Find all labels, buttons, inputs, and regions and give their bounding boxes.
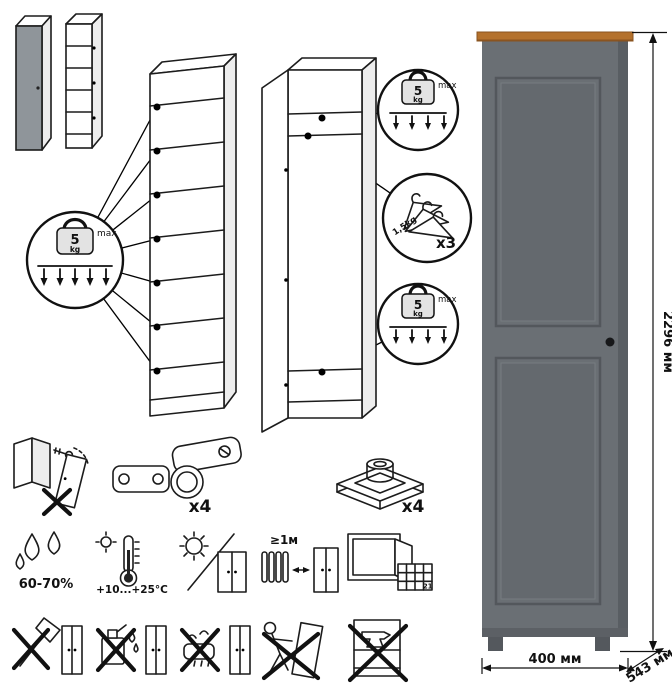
hinge-hardware-icon: x4 <box>112 436 242 517</box>
divider-line <box>187 533 235 591</box>
cabinet-icon <box>229 625 251 675</box>
cabinet-icon <box>61 625 83 675</box>
wardrobe-load-diagram: 5 kg max <box>261 57 473 433</box>
no-abrasive-cleaning-icon <box>179 625 251 675</box>
wardrobe-photo <box>476 31 634 651</box>
prohibition-x <box>347 623 409 683</box>
radiator-icon <box>261 551 289 583</box>
load-arrows-icon <box>37 265 113 286</box>
width-dimension: 400 мм <box>481 652 629 674</box>
anti-tip-warning-icon <box>13 437 89 517</box>
weight-max-label: max <box>438 81 457 91</box>
weight-unit: kg <box>413 96 423 104</box>
sun-icon <box>179 531 209 561</box>
wardrobe-drawing <box>261 57 377 433</box>
shelf-load-diagram: 5 kg max <box>25 53 237 417</box>
wardrobe-render: 2296 мм 400 мм 543 мм <box>476 31 672 686</box>
wardrobe-foot-right <box>595 637 610 651</box>
prohibition-x <box>179 627 221 673</box>
bottom-shelf-load-badge: 5 kg max <box>376 282 460 366</box>
heat-distance-icon: ≥1м <box>261 533 339 593</box>
height-dimension: 2296 мм <box>620 31 672 653</box>
foot-cylinder <box>366 458 394 483</box>
door-knob <box>605 337 615 347</box>
weight-unit: kg <box>413 310 423 318</box>
hanger-count-label: x3 <box>436 234 456 252</box>
no-moving-loaded-icon <box>261 621 324 681</box>
open-door <box>261 69 289 433</box>
no-sharp-tools-icon <box>11 617 83 675</box>
shelf-callout-dots <box>153 103 161 375</box>
thermometer-icon <box>119 535 140 587</box>
no-solvents-icon <box>95 624 167 675</box>
distance-arrow-icon <box>292 567 310 573</box>
temperature-range-label: +10...+25°C <box>96 584 168 596</box>
weight-icon <box>408 284 428 297</box>
weight-max-label: max <box>438 295 457 305</box>
cabinet-icon <box>217 551 247 593</box>
no-direct-sunlight-icon <box>179 531 247 593</box>
width-dimension-label: 400 мм <box>529 652 582 667</box>
prohibition-x <box>11 627 51 671</box>
heat-distance-label: ≥1м <box>270 533 298 547</box>
weight-value: 5 <box>414 298 422 312</box>
prohibition-x <box>41 487 73 517</box>
hinge-arm <box>171 436 242 473</box>
shelf-load-badge: 5 kg max <box>25 210 125 310</box>
wardrobe-callout-dots <box>304 114 326 376</box>
weight-value: 5 <box>414 84 422 98</box>
humidity-range-label: 60-70% <box>19 577 74 592</box>
weight-unit: kg <box>70 245 80 254</box>
ventilation-icon: 21 <box>347 533 433 591</box>
weight-icon <box>62 217 88 232</box>
foot-count-label: x4 <box>402 497 425 517</box>
weight-value: 5 <box>70 233 79 248</box>
door-upper-panel <box>494 76 602 328</box>
humidity-icon: 60-70% <box>15 531 74 592</box>
knob-icon <box>36 86 40 90</box>
load-arrows-icon <box>389 112 447 130</box>
load-arrows-icon <box>389 326 447 344</box>
wardrobe-plinth <box>482 628 628 637</box>
wardrobe-side-panel <box>618 41 628 637</box>
hanger-load-badge: 1,5kg x3 <box>381 172 473 264</box>
cabinet-icon <box>313 547 339 593</box>
hinge-cup <box>170 465 204 499</box>
foot-hardware-icon: x4 <box>336 458 425 517</box>
top-shelf-load-badge: 5 kg max <box>376 68 460 152</box>
small-cabinet-closed <box>15 15 52 151</box>
prohibition-x <box>95 627 137 673</box>
small-cabinets-thumbnail <box>15 13 103 151</box>
calendar-grid-icon: 21 <box>397 563 433 591</box>
hinge-count-label: x4 <box>189 497 212 517</box>
height-dimension-label: 2296 мм <box>660 311 672 373</box>
temperature-icon: +10...+25°C <box>95 531 168 596</box>
cabinet-icon <box>145 625 167 675</box>
hanger-icon <box>403 193 454 239</box>
weight-icon <box>408 70 428 83</box>
prohibition-x <box>261 631 321 681</box>
ventilation-cell-label: 21 <box>423 582 433 590</box>
hinge-plate <box>112 465 170 493</box>
small-cabinet-open <box>65 13 103 149</box>
weight-max-label: max <box>97 229 117 239</box>
wardrobe-foot-left <box>488 637 503 651</box>
no-heavy-load-icon <box>347 619 409 683</box>
sun-icon <box>95 531 117 553</box>
shelf-cabinet-drawing <box>149 53 237 417</box>
door-lower-panel <box>494 356 602 606</box>
